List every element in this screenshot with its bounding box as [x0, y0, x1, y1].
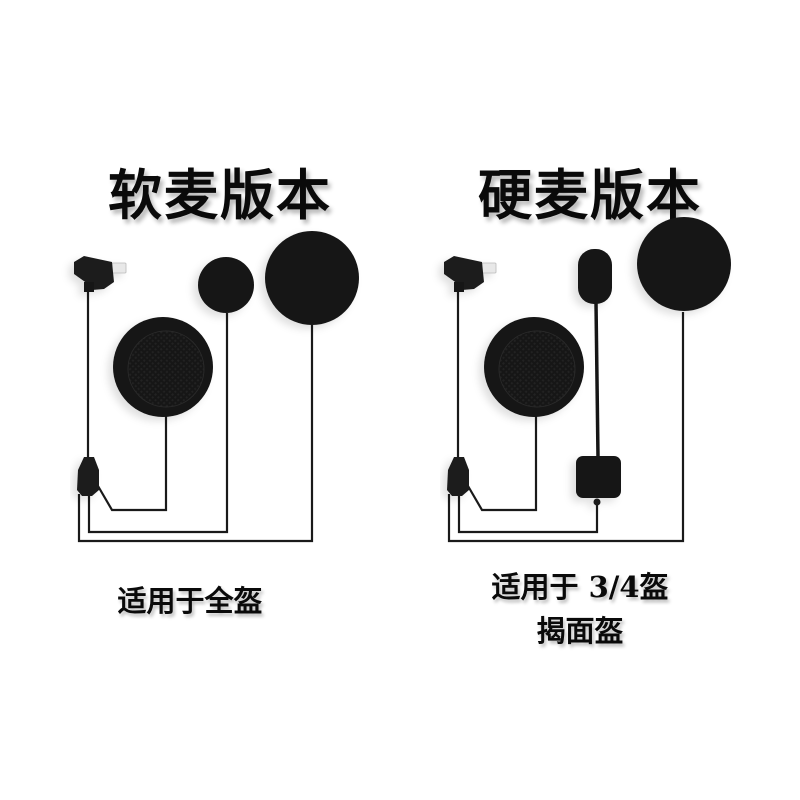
connector-icon — [444, 256, 497, 292]
junction-block-icon — [447, 457, 469, 496]
soft-mic-foam-icon — [198, 257, 254, 313]
connector-icon — [74, 256, 127, 292]
soft-mic-usage-caption: 适用于全盔 — [117, 584, 263, 618]
hard-mic-usage-caption-line2: 揭面盔 — [536, 614, 624, 648]
speaker-right-icon — [265, 231, 359, 325]
speaker-left-icon — [113, 317, 213, 417]
hard-mic-kit — [444, 217, 731, 543]
hard-mic-version-title: 硬麦版本 — [478, 163, 702, 227]
junction-block-icon — [77, 457, 99, 496]
boom-arm — [594, 302, 600, 458]
speaker-right-icon — [637, 217, 731, 311]
hard-mic-usage-caption-line1: 适用于 3/4盔 — [491, 570, 669, 604]
boom-mic-foam-icon — [578, 249, 612, 304]
soft-mic-version-title: 软麦版本 — [108, 163, 332, 227]
cables — [77, 290, 314, 543]
mic-mount-pad-icon — [576, 456, 621, 506]
cables — [447, 290, 685, 543]
speaker-left-icon — [484, 317, 584, 417]
soft-mic-kit — [74, 231, 359, 543]
